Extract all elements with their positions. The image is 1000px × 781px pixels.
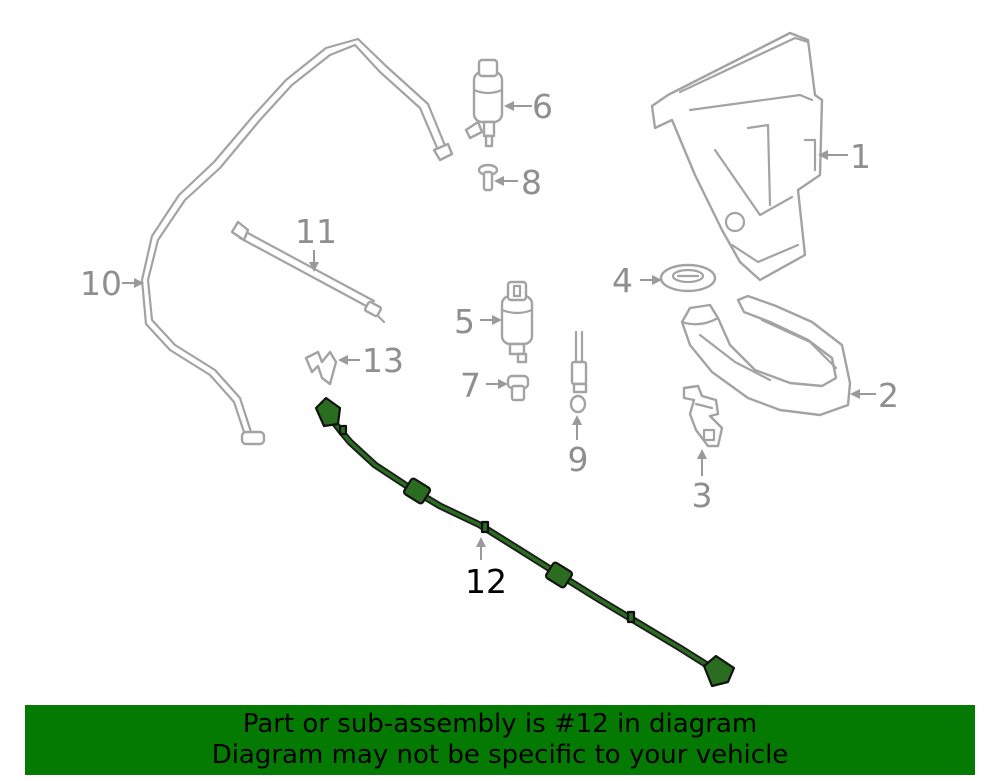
part-6-washer-pump[interactable] xyxy=(464,58,504,148)
part-10-washer-hose[interactable] xyxy=(140,37,454,446)
callout-5: 5 xyxy=(454,302,475,341)
callout-3: 3 xyxy=(692,476,713,515)
info-banner: Part or sub-assembly is #12 in diagram D… xyxy=(25,705,975,775)
leader-lines xyxy=(122,101,876,560)
part-8-grommet[interactable] xyxy=(477,163,499,192)
banner-line-1: Part or sub-assembly is #12 in diagram xyxy=(242,709,758,739)
part-7-grommet[interactable] xyxy=(506,374,530,402)
part-11-washer-tube[interactable] xyxy=(230,220,386,324)
part-3-level-sensor[interactable] xyxy=(682,384,724,448)
callout-4: 4 xyxy=(612,261,633,300)
callout-2: 2 xyxy=(878,376,899,415)
part-2-filler-neck[interactable] xyxy=(680,294,852,417)
callout-labels: 1 2 3 4 5 6 7 8 9 10 11 13 12 xyxy=(80,87,899,601)
callout-7: 7 xyxy=(460,366,481,405)
part-13-clip[interactable] xyxy=(304,350,338,386)
part-1-washer-reservoir[interactable] xyxy=(650,31,824,282)
part-4-seal[interactable] xyxy=(659,263,717,293)
callout-10: 10 xyxy=(80,264,122,303)
callout-6: 6 xyxy=(532,87,553,126)
callout-13: 13 xyxy=(362,341,404,380)
callout-11: 11 xyxy=(295,212,337,251)
callout-8: 8 xyxy=(521,163,542,202)
part-9-sensor-probe[interactable] xyxy=(569,330,588,414)
callout-9: 9 xyxy=(568,440,589,479)
part-12-wiring-harness[interactable] xyxy=(314,396,736,688)
callout-1: 1 xyxy=(850,137,871,176)
banner-line-2: Diagram may not be specific to your vehi… xyxy=(211,740,789,770)
callout-12-highlighted: 12 xyxy=(465,562,507,601)
part-5-washer-pump[interactable] xyxy=(500,280,534,364)
